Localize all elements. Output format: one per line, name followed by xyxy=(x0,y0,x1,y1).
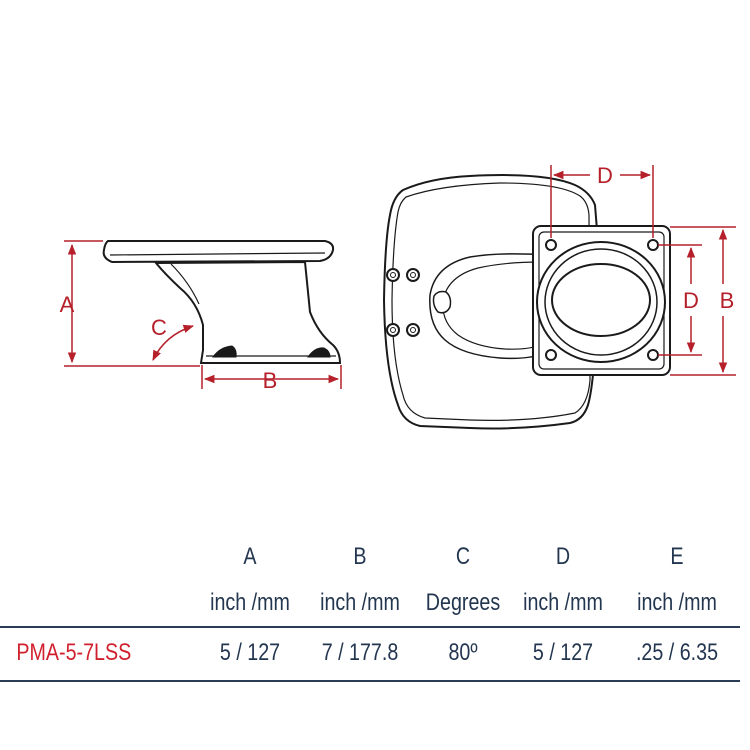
top-small-slot xyxy=(432,290,452,314)
side-slot-left xyxy=(212,345,237,358)
side-stem-curve-line xyxy=(170,263,200,305)
dim-c-label: C xyxy=(151,315,167,340)
dim-b-label: B xyxy=(263,368,278,393)
side-stem xyxy=(153,260,342,364)
unit-c: Degrees xyxy=(425,589,501,616)
side-slot-right xyxy=(307,347,331,358)
base-hole-1-inner xyxy=(390,272,396,278)
side-dimensions xyxy=(64,240,342,389)
top-oval-inner xyxy=(551,263,651,337)
unit-e: inch /mm xyxy=(637,589,717,616)
value-d: 5 / 127 xyxy=(532,639,594,666)
top-saddle-inner xyxy=(442,261,541,350)
top-oval-mid xyxy=(544,248,658,356)
base-hole-1 xyxy=(386,268,400,282)
value-c: 80º xyxy=(448,639,478,666)
flange-hole-tr xyxy=(647,239,659,251)
unit-d: inch /mm xyxy=(523,589,603,616)
flange-hole-bl xyxy=(545,349,557,361)
table-header-row: A B C D E xyxy=(0,540,750,574)
base-hole-4-inner xyxy=(410,327,416,333)
top-view xyxy=(382,174,671,430)
table-rule-top xyxy=(0,626,740,628)
header-b: B xyxy=(353,543,367,570)
top-inner-outline xyxy=(391,182,591,421)
header-d: D xyxy=(555,543,571,570)
side-top-plate-inner-line xyxy=(109,252,326,256)
dim-a-label: A xyxy=(60,292,75,317)
dim-c-arc xyxy=(152,324,194,361)
value-e: .25 / 6.35 xyxy=(635,639,719,666)
dim-b-vertical-label: B xyxy=(720,288,735,313)
base-hole-2 xyxy=(406,268,420,282)
technical-drawing: A B C xyxy=(60,163,736,430)
base-hole-3 xyxy=(386,323,400,337)
base-hole-2-inner xyxy=(410,272,416,278)
unit-b: inch /mm xyxy=(320,589,400,616)
flange-hole-tl xyxy=(545,239,557,251)
header-e: E xyxy=(670,543,684,570)
table-unit-row: inch /mm inch /mm Degrees inch /mm inch … xyxy=(0,586,750,620)
header-a: A xyxy=(243,543,257,570)
table-row: PMA-5-7LSS 5 / 127 7 / 177.8 80º 5 / 127… xyxy=(0,636,750,670)
side-top-plate xyxy=(102,240,335,264)
dim-d-vertical-label: D xyxy=(683,288,699,313)
value-b: 7 / 177.8 xyxy=(321,639,399,666)
header-c: C xyxy=(455,543,471,570)
side-view xyxy=(102,240,342,364)
dim-d-horizontal-label: D xyxy=(597,163,613,188)
model-number: PMA-5-7LSS xyxy=(16,639,132,666)
flange-hole-br xyxy=(647,349,659,361)
base-hole-4 xyxy=(406,323,420,337)
unit-a: inch /mm xyxy=(210,589,290,616)
value-a: 5 / 127 xyxy=(219,639,281,666)
table-rule-bottom xyxy=(0,680,740,682)
top-saddle xyxy=(429,253,549,360)
top-dimensions xyxy=(550,165,736,376)
base-hole-3-inner xyxy=(390,327,396,333)
